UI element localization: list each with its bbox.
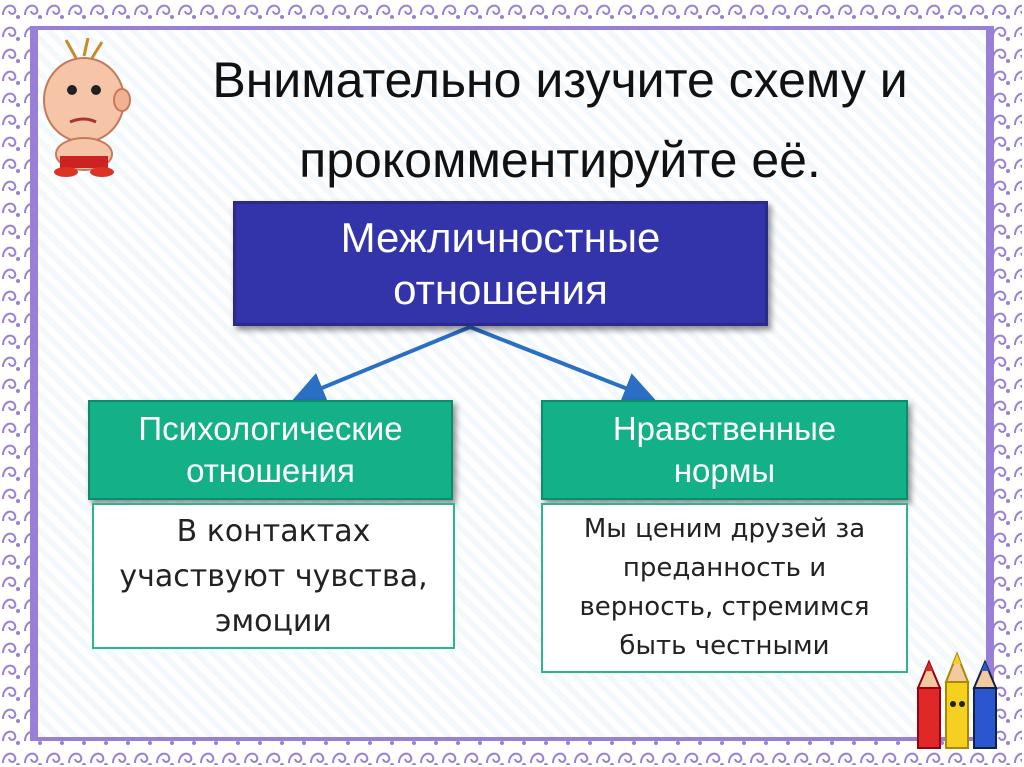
- moral-norms-node: Нравственные нормы: [541, 400, 908, 500]
- arrow-left: [292, 325, 471, 403]
- psychological-relations-node: Психологические отношения: [88, 400, 453, 500]
- left-body-line-2: участвуют чувства,: [119, 558, 428, 594]
- root-node-line-2: отношения: [393, 265, 608, 313]
- moral-norms-description: Мы ценим друзей за преданность и верност…: [541, 503, 908, 673]
- right-body-line-1: Мы ценим друзей за: [583, 514, 866, 544]
- psychological-relations-description: В контактах участвуют чувства, эмоции: [92, 503, 455, 649]
- right-body-line-3: верность, стремимся: [579, 592, 870, 622]
- title-line-2: прокомментируйте её.: [299, 132, 821, 188]
- left-header-line-2: отношения: [186, 452, 355, 489]
- page-title: Внимательно изучите схему и прокомментир…: [140, 48, 980, 192]
- right-header-line-1: Нравственные: [612, 410, 837, 447]
- root-node-line-1: Межличностные: [340, 213, 661, 261]
- right-header-line-2: нормы: [673, 452, 776, 489]
- thinking-boy-icon: [43, 38, 131, 177]
- pencils-icon: [916, 651, 998, 749]
- root-node: Межличностные отношения: [233, 201, 768, 326]
- left-body-line-3: эмоции: [215, 603, 332, 639]
- right-body-line-2: преданность и: [622, 553, 827, 583]
- left-body-line-1: В контактах: [176, 513, 371, 549]
- arrow-right: [469, 325, 656, 404]
- title-line-1: Внимательно изучите схему и: [212, 52, 908, 108]
- right-body-line-4: быть честными: [619, 631, 830, 661]
- left-header-line-1: Психологические: [138, 410, 403, 447]
